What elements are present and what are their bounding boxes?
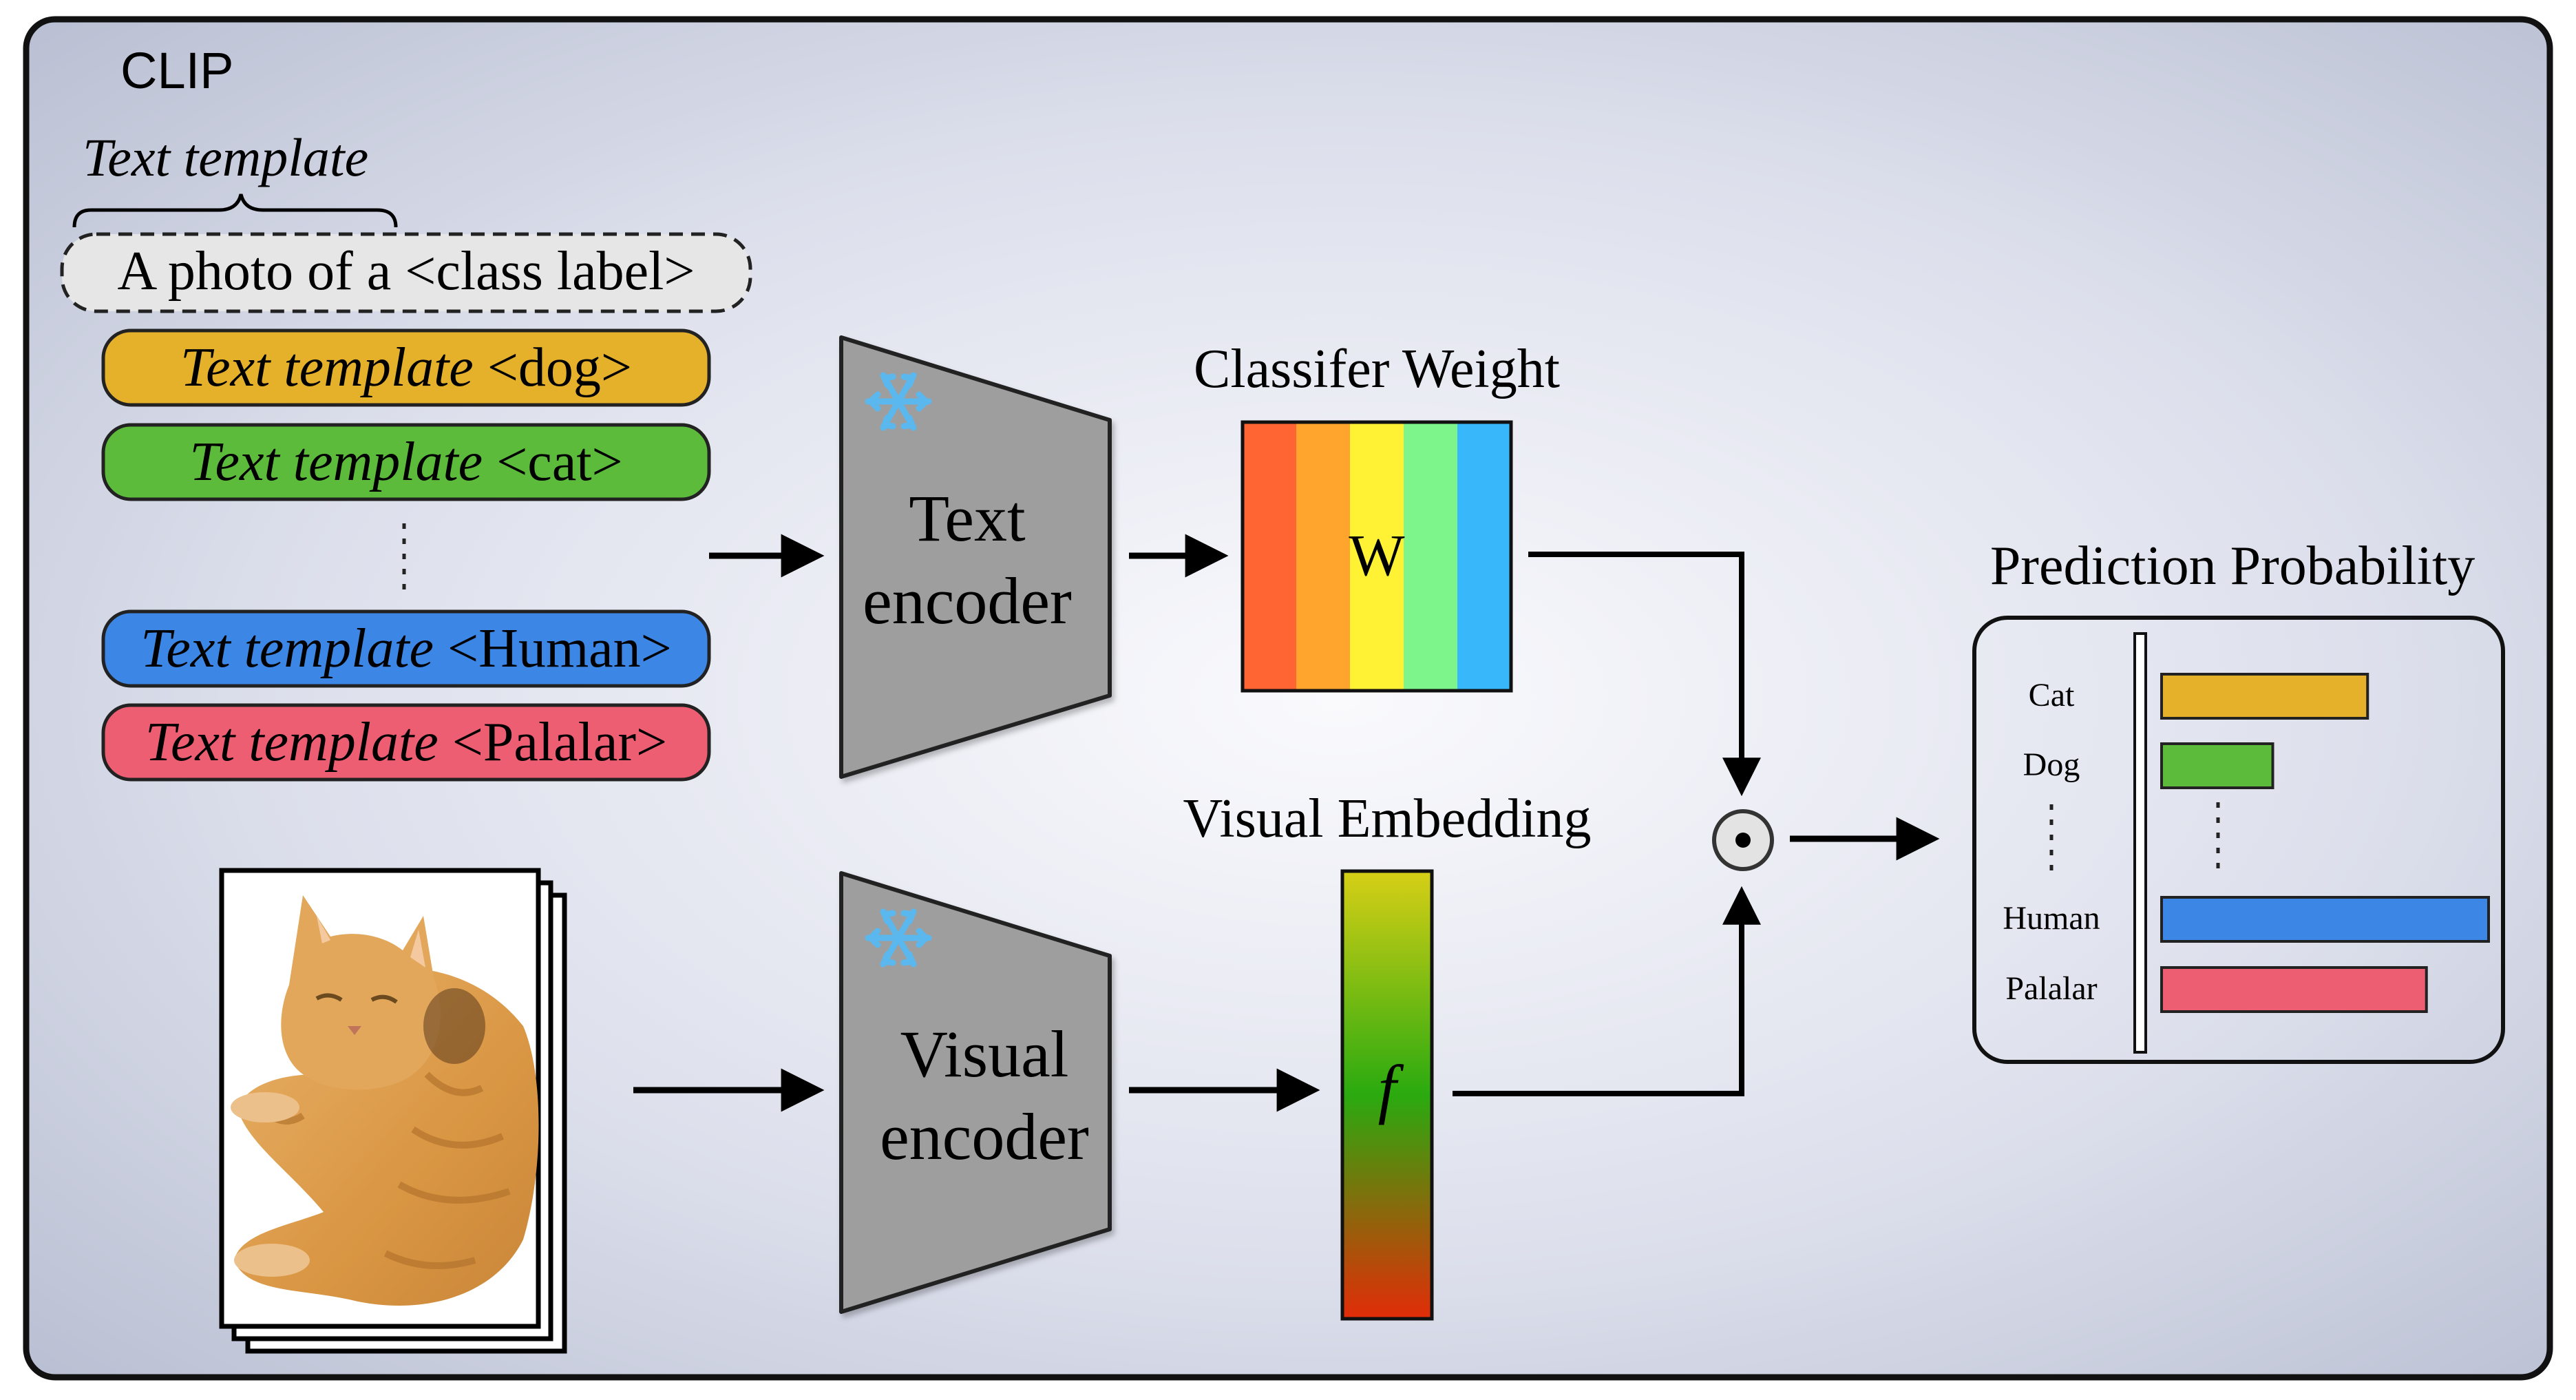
prediction-bar: [2160, 896, 2490, 943]
visual-encoder: [839, 871, 1112, 1314]
template-example-pill: [60, 232, 752, 313]
prompt-pills: Text template <dog>Text template <cat>Te…: [101, 328, 711, 782]
classifier-stripe: [1243, 422, 1297, 691]
cat-photo: [231, 895, 539, 1306]
prediction-bar: [2160, 673, 2369, 720]
prompt-label: <Palalar>: [452, 712, 667, 773]
prompt-label: <Human>: [447, 618, 672, 679]
prediction-label: Cat: [2029, 677, 2075, 713]
visual-encoder-line1: Visual: [900, 1017, 1069, 1091]
prompt-label: <cat>: [496, 432, 622, 492]
classifier-stripe: [1296, 422, 1351, 691]
prompt-text: Text template <Palalar>: [145, 712, 667, 773]
classifier-stripe: [1350, 422, 1404, 691]
classifier-symbol: W: [1349, 522, 1404, 588]
text-encoder-line1: Text: [909, 481, 1026, 555]
prompt-prefix: Text template: [140, 618, 447, 679]
text-encoder: [839, 335, 1112, 779]
dot-product-operator: [1712, 809, 1774, 871]
snowflake-icon: [865, 372, 932, 431]
classifier-title: Classifer Weight: [1194, 339, 1560, 399]
prediction-label: Palalar: [2005, 970, 2097, 1007]
prompt-pill: [101, 328, 711, 407]
arrow-classifier-to-dot: [1528, 552, 1761, 797]
prompt-prefix: Text template: [189, 432, 496, 492]
frame-title: CLIP: [120, 42, 234, 99]
snowflake-icon: [865, 908, 932, 968]
prompt-pill: [101, 423, 711, 501]
prediction-bar: [2160, 966, 2428, 1013]
classifier-border: [1241, 420, 1513, 693]
classifier-stripe: [1457, 422, 1512, 691]
prediction-title: Prediction Probability: [1990, 536, 2475, 596]
visual-encoder-line2: encoder: [880, 1100, 1089, 1173]
prediction-label: Human: [2003, 900, 2100, 937]
prompt-pill: [101, 703, 711, 782]
template-brace: [72, 194, 398, 228]
prompt-pill: [101, 609, 711, 688]
prediction-axis: [2133, 632, 2147, 1054]
prediction-label: Dog: [2023, 746, 2080, 783]
text-encoder-line2: encoder: [863, 564, 1072, 638]
prompt-label: <dog>: [487, 337, 632, 398]
prediction-panel: [1972, 616, 2505, 1064]
arrow-embedding-to-dot: [1453, 886, 1761, 1096]
prompt-text: Text template <Human>: [140, 618, 672, 679]
classifier-stripe: [1404, 422, 1458, 691]
input-image-stack: [219, 868, 567, 1354]
prompt-prefix: Text template: [180, 337, 487, 398]
prediction-bar: [2160, 742, 2274, 789]
visual-embedding-vector: [1340, 869, 1434, 1321]
template-caption: Text template: [83, 127, 368, 187]
embedding-title: Visual Embedding: [1183, 788, 1592, 849]
classifier-weight-matrix: [1243, 422, 1512, 691]
prompt-text: Text template <cat>: [189, 432, 622, 492]
template-example-text: A photo of a <class label>: [118, 241, 695, 302]
prompt-text: Text template <dog>: [180, 337, 632, 398]
prompt-prefix: Text template: [145, 712, 452, 773]
